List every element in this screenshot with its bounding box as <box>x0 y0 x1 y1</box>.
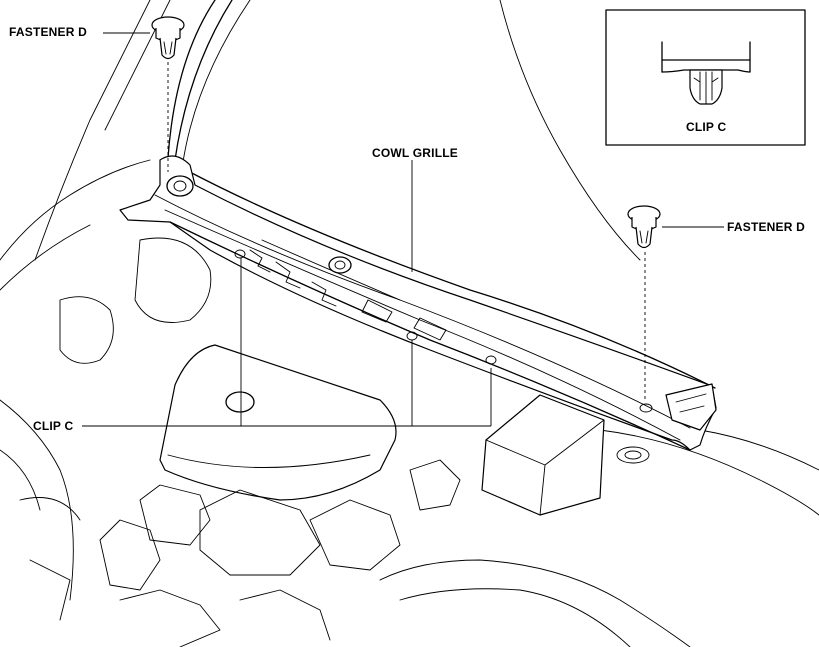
body-outline <box>0 0 819 601</box>
clip-detail-inset <box>605 9 806 146</box>
clip-c-inset-label: CLIP C <box>686 120 727 134</box>
fastener-d-right <box>627 205 661 249</box>
fastener-d-label-top-left: FASTENER D <box>9 25 88 39</box>
fastener-d-label-right: FASTENER D <box>727 220 806 234</box>
cowl-grille-panel <box>119 155 717 451</box>
clip-c-label: CLIP C <box>33 419 74 433</box>
engine-bay <box>19 237 691 647</box>
cowl-grille-label: COWL GRILLE <box>372 146 458 160</box>
clip-c-leader <box>82 258 492 427</box>
fastener-d-top-left <box>151 16 185 60</box>
